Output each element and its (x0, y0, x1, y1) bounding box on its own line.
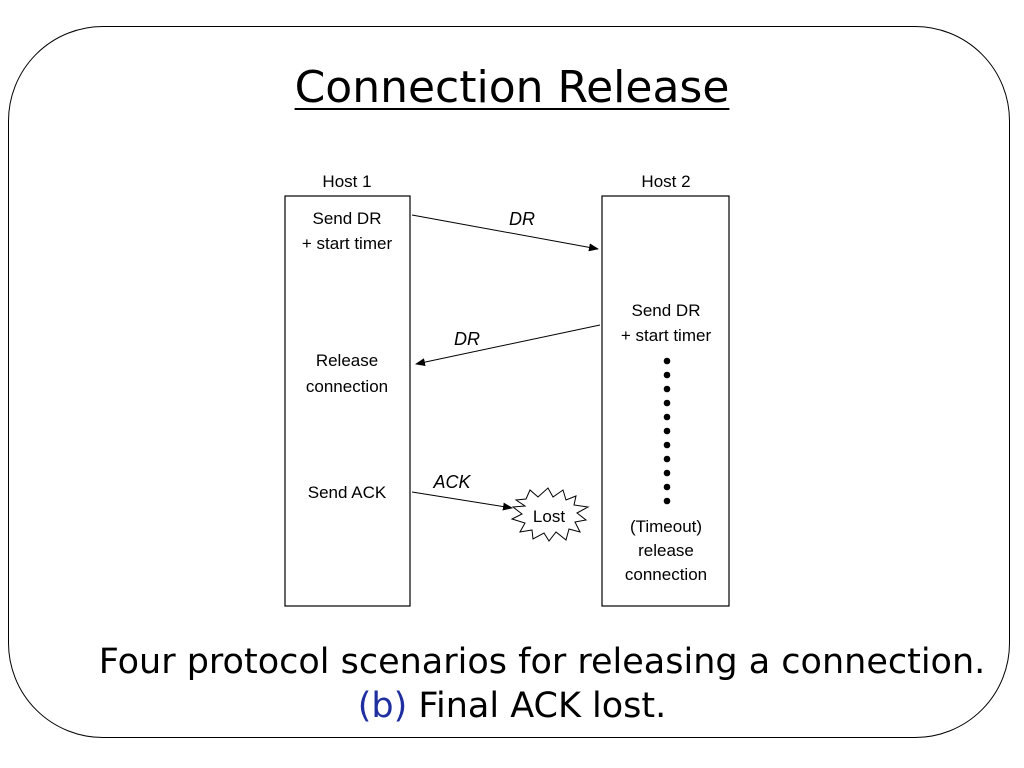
dr-forward-arrow (411, 214, 599, 252)
ack-arrow (411, 491, 513, 511)
caption-label: (b) (357, 686, 408, 726)
dr-forward-label: DR (509, 209, 535, 229)
slide-frame (8, 26, 1010, 738)
host2-send-dr-line2: + start timer (621, 326, 712, 345)
lost-label: Lost (533, 507, 565, 526)
dr-back-label: DR (454, 329, 480, 349)
host1-send-ack: Send ACK (308, 483, 387, 502)
ack-label: ACK (432, 472, 471, 492)
caption-line2: (b) Final ACK lost. (0, 686, 1024, 726)
host1-label: Host 1 (322, 172, 371, 191)
lost-burst-icon (510, 487, 590, 542)
slide-title: Connection Release (294, 62, 730, 113)
host2-timeout-line3: connection (625, 565, 707, 584)
host2-send-dr-line1: Send DR (632, 301, 701, 320)
host1-send-dr-line2: + start timer (302, 234, 393, 253)
timer-dots (663, 357, 671, 505)
host2-timeout-line2: release (638, 541, 694, 560)
host1-release-line1: Release (316, 351, 378, 370)
host2-timeout-line1: (Timeout) (630, 517, 702, 536)
host2-label: Host 2 (641, 172, 690, 191)
host1-send-dr-line1: Send DR (313, 209, 382, 228)
host1-box (284, 195, 411, 607)
caption-line1: Four protocol scenarios for releasing a … (98, 642, 986, 682)
caption-text: Final ACK lost. (418, 686, 667, 726)
dr-back-arrow (415, 324, 601, 367)
host1-release-line2: connection (306, 377, 388, 396)
